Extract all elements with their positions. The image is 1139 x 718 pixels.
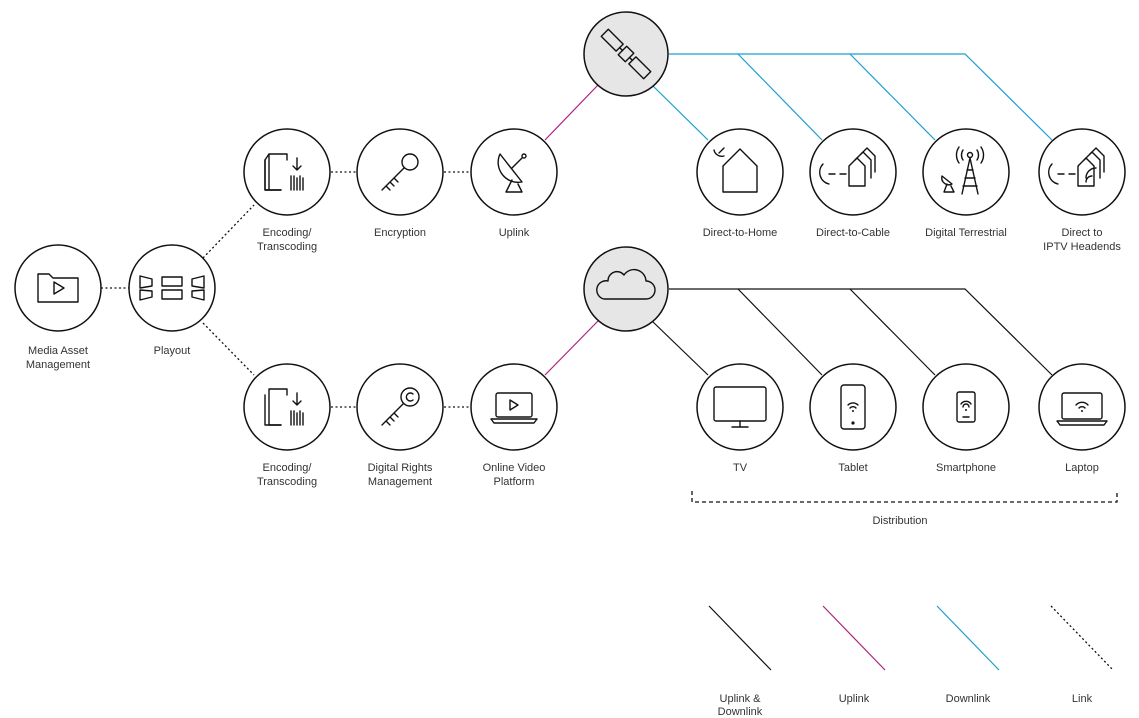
label-tv: TV — [733, 462, 748, 474]
downlink-backbone — [669, 53, 1053, 141]
connectors — [101, 53, 1118, 503]
label-uplink: Uplink — [499, 227, 530, 239]
dish-building-icon — [818, 147, 876, 187]
node-direct-to-home[interactable]: Direct-to-Home — [696, 128, 784, 239]
dish-iptv-icon — [1047, 147, 1105, 187]
laptop-play-icon — [490, 392, 538, 424]
link-playout-encoding-top — [202, 204, 255, 259]
legend-item-uplink: Uplink — [822, 605, 886, 705]
node-laptop[interactable]: Laptop — [1038, 363, 1126, 474]
label-dtc: Direct-to-Cable — [816, 227, 890, 239]
link-playout-encoding-bottom — [202, 322, 255, 376]
legend-label-downlink: Downlink — [946, 693, 991, 705]
downlink-terrestrial — [849, 53, 936, 141]
key-icon — [381, 153, 419, 191]
label-encoding-top-1: Encoding/ — [263, 227, 313, 239]
ud-backbone — [669, 288, 1053, 376]
node-encoding-bottom[interactable]: Encoding/ Transcoding — [243, 363, 331, 488]
label-mam-1: Media Asset — [28, 345, 88, 357]
node-ovp[interactable]: Online Video Platform — [470, 363, 558, 488]
label-smartphone: Smartphone — [936, 462, 996, 474]
label-drm-1: Digital Rights — [368, 462, 433, 474]
label-ovp-1: Online Video — [483, 462, 546, 474]
legend-item-link: Link — [1050, 605, 1114, 705]
label-iptv-1: Direct to — [1062, 227, 1103, 239]
smartphone-icon — [956, 391, 976, 423]
label-terrestrial: Digital Terrestrial — [925, 227, 1007, 239]
copyright-key-icon — [381, 387, 420, 426]
node-digital-terrestrial[interactable]: Digital Terrestrial — [922, 128, 1010, 239]
uplink-to-satellite — [544, 84, 599, 141]
label-drm-2: Management — [368, 476, 432, 488]
legend-swatch-black — [708, 605, 772, 671]
tablet-icon — [840, 384, 866, 430]
legend: Uplink & Downlink Uplink Downlink Link — [708, 605, 1114, 718]
legend-label-link: Link — [1072, 693, 1093, 705]
laptop-icon — [1056, 392, 1108, 426]
ud-tv — [651, 320, 709, 376]
tv-icon — [713, 386, 767, 428]
label-iptv-2: IPTV Headends — [1043, 241, 1121, 253]
label-encoding-bottom-2: Transcoding — [257, 476, 317, 488]
cloud-icon — [596, 268, 656, 300]
label-playout: Playout — [154, 345, 191, 357]
node-smartphone[interactable]: Smartphone — [922, 363, 1010, 474]
file-barcode-icon — [264, 388, 304, 426]
video-wall-icon — [139, 275, 205, 301]
node-cloud-hub[interactable] — [583, 246, 669, 332]
home-dish-icon — [713, 147, 758, 193]
legend-label-uplink-downlink-2: Downlink — [718, 706, 763, 718]
ud-tablet — [737, 288, 823, 376]
legend-label-uplink: Uplink — [839, 693, 870, 705]
tower-icon — [941, 146, 985, 195]
downlink-dth — [651, 84, 709, 141]
uplink-ovp-to-cloud — [544, 320, 599, 376]
node-satellite-hub[interactable] — [583, 11, 669, 97]
node-tablet[interactable]: Tablet — [809, 363, 897, 474]
label-mam-2: Management — [26, 359, 90, 371]
node-iptv-headends[interactable]: Direct to IPTV Headends — [1038, 128, 1126, 253]
ud-smartphone — [849, 288, 936, 376]
folder-play-icon — [37, 273, 79, 303]
distribution-label: Distribution — [872, 515, 927, 527]
node-tv[interactable]: TV — [696, 363, 784, 474]
legend-item-uplink-downlink: Uplink & Downlink — [708, 605, 772, 718]
node-uplink[interactable]: Uplink — [470, 128, 558, 239]
node-media-asset-management[interactable]: Media Asset Management — [14, 244, 102, 371]
file-barcode-icon — [264, 153, 304, 191]
downlink-dtc — [737, 53, 823, 141]
node-drm[interactable]: Digital Rights Management — [356, 363, 444, 488]
legend-label-uplink-downlink-1: Uplink & — [720, 693, 762, 705]
legend-item-downlink: Downlink — [936, 605, 1000, 705]
label-encryption: Encryption — [374, 227, 426, 239]
node-encoding-top[interactable]: Encoding/ Transcoding — [243, 128, 331, 253]
legend-swatch-cyan — [936, 605, 1000, 671]
label-ovp-2: Platform — [494, 476, 535, 488]
label-laptop: Laptop — [1065, 462, 1099, 474]
node-direct-to-cable[interactable]: Direct-to-Cable — [809, 128, 897, 239]
label-dth: Direct-to-Home — [703, 227, 778, 239]
label-encoding-bottom-1: Encoding/ — [263, 462, 313, 474]
distribution-bracket — [691, 491, 1118, 503]
satellite-icon — [600, 28, 652, 80]
node-playout[interactable]: Playout — [128, 244, 216, 357]
label-tablet: Tablet — [838, 462, 867, 474]
label-encoding-top-2: Transcoding — [257, 241, 317, 253]
node-encryption[interactable]: Encryption — [356, 128, 444, 239]
satellite-dish-icon — [497, 153, 527, 193]
legend-swatch-dotted — [1050, 605, 1114, 671]
legend-swatch-magenta — [822, 605, 886, 671]
